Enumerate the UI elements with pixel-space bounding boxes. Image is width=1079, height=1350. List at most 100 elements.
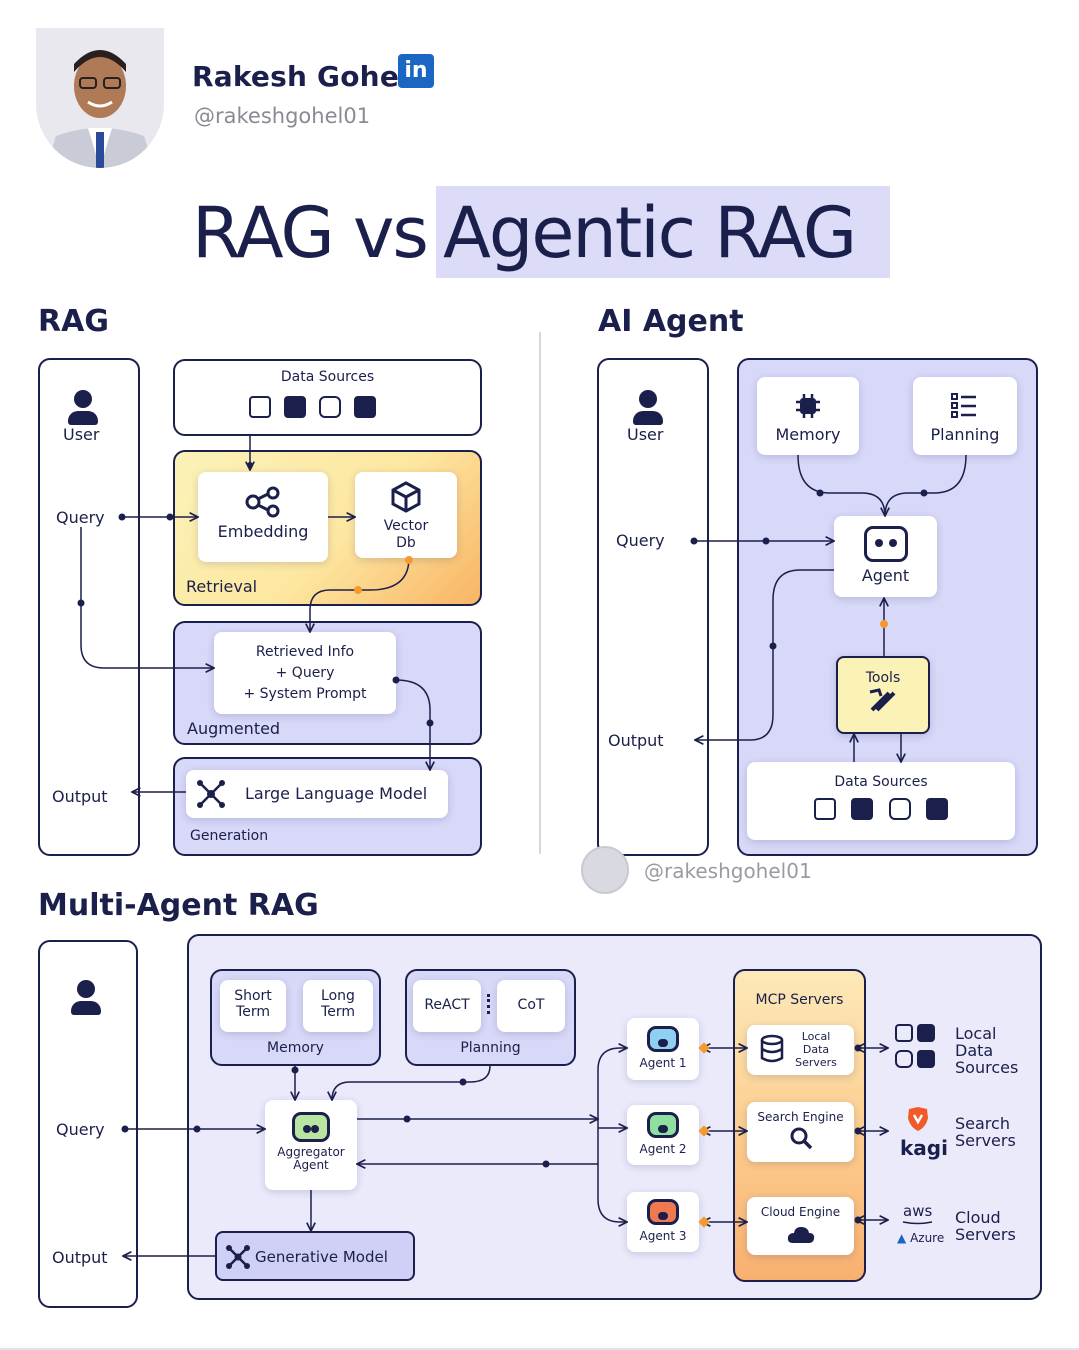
search-srv-line-1: Search <box>955 1114 1010 1133</box>
document-icon <box>814 798 837 820</box>
tools-card[interactable]: Tools <box>836 656 930 734</box>
cloud-icon <box>787 1227 814 1243</box>
vector-db-card[interactable]: Vector Db <box>355 472 457 558</box>
planning-label: Planning <box>930 425 1000 444</box>
local-ds-line-2: Data <box>955 1041 994 1060</box>
multi-memory-label: Memory <box>267 1040 324 1056</box>
planning-separator <box>487 994 490 1014</box>
long-term-line-2: Term <box>321 1004 355 1020</box>
network-icon <box>197 780 225 808</box>
retrieved-info-line-1: Retrieved Info <box>255 644 355 660</box>
agent-2-card[interactable]: Agent 2 <box>627 1105 699 1165</box>
local-data-servers-card[interactable]: Local Data Servers <box>747 1025 854 1075</box>
agent-user-column <box>597 358 709 856</box>
agent-3-label: Agent 3 <box>639 1229 687 1243</box>
react-label: ReACT <box>424 997 470 1013</box>
image-icon <box>851 798 874 820</box>
footer-divider <box>0 1348 1079 1350</box>
multi-planning-label: Planning <box>460 1040 521 1056</box>
title-highlight <box>436 186 890 278</box>
rag-data-sources-label: Data Sources <box>280 369 375 385</box>
llm-label: Large Language Model <box>245 784 428 803</box>
local-ds-line-3: Sources <box>955 1058 1019 1077</box>
memory-card[interactable]: Memory <box>757 377 859 455</box>
agent-3-card[interactable]: Agent 3 <box>627 1192 699 1252</box>
cloud-engine-card[interactable]: Cloud Engine <box>747 1197 854 1255</box>
brave-icon <box>908 1107 928 1131</box>
robot-icon <box>834 526 937 566</box>
document-icon <box>895 1024 913 1042</box>
cot-label: CoT <box>517 997 545 1013</box>
embedding-label: Embedding <box>217 522 309 541</box>
image-icon <box>284 396 307 418</box>
agent-user-label: User <box>627 425 664 444</box>
grid-icon <box>888 798 911 820</box>
local-ds-line-1: Local <box>955 1024 997 1043</box>
local-source-icons <box>895 1024 945 1072</box>
search-engine-card[interactable]: Search Engine <box>747 1102 854 1162</box>
agent-output-label: Output <box>608 731 664 750</box>
vector-db-label-2: Db <box>396 535 416 551</box>
network-icon <box>226 1245 250 1269</box>
aggregator-robot-icon <box>265 1112 357 1146</box>
short-term-line-2: Term <box>236 1004 270 1020</box>
retrieval-label: Retrieval <box>186 577 258 596</box>
react-card[interactable]: ReACT <box>413 980 481 1032</box>
agent-2-robot-icon <box>627 1112 699 1142</box>
agent-source-icons <box>747 798 1015 824</box>
short-term-line-1: Short <box>234 988 272 1004</box>
agent-3-robot-icon <box>627 1199 699 1229</box>
section-divider <box>539 332 541 854</box>
rag-source-icons <box>249 396 409 422</box>
grid-icon <box>895 1050 913 1068</box>
author-avatar <box>36 28 164 168</box>
rag-output-label: Output <box>52 787 108 806</box>
page-title-right: Agentic RAG <box>443 192 857 274</box>
local-data-sources-label: Local Data Sources <box>955 1025 1018 1076</box>
agent-card[interactable]: Agent <box>834 516 937 597</box>
agent-query-label: Query <box>616 531 665 550</box>
local-servers-line-2: Data <box>802 1043 830 1056</box>
planning-card[interactable]: Planning <box>913 377 1017 455</box>
rag-section-title: RAG <box>38 304 109 339</box>
list-icon <box>951 393 976 418</box>
generative-model-label: Generative Model <box>255 1248 388 1266</box>
aws-smile-icon <box>902 1221 933 1225</box>
azure-icon: ▲ <box>897 1231 907 1245</box>
watermark-avatar <box>581 846 629 894</box>
watermark-handle: @rakeshgohel01 <box>644 859 812 883</box>
tools-icon <box>869 688 896 712</box>
short-term-card[interactable]: Short Term <box>220 980 286 1032</box>
agent-data-sources-card[interactable]: Data Sources <box>747 762 1015 840</box>
agent-1-card[interactable]: Agent 1 <box>627 1018 699 1080</box>
cot-card[interactable]: CoT <box>497 980 565 1032</box>
database-icon <box>760 1034 784 1063</box>
agent-1-robot-icon <box>627 1026 699 1056</box>
generative-model-box[interactable]: Generative Model <box>215 1231 415 1281</box>
music-icon <box>354 396 377 418</box>
local-servers-line-1: Local <box>801 1030 831 1043</box>
music-icon <box>925 798 948 820</box>
agent-section-title: AI Agent <box>598 304 744 339</box>
embedding-card[interactable]: Embedding <box>198 472 328 562</box>
multi-section-title: Multi-Agent RAG <box>38 888 319 923</box>
linkedin-icon[interactable]: in <box>398 54 434 88</box>
long-term-card[interactable]: Long Term <box>303 980 373 1032</box>
rag-data-sources-box <box>173 359 482 436</box>
search-servers-label: Search Servers <box>955 1115 1016 1149</box>
retrieved-info-card[interactable]: Retrieved Info + Query + System Prompt <box>214 632 396 714</box>
author-name: Rakesh Gohel <box>192 60 409 93</box>
rag-user-column <box>38 358 140 856</box>
tools-label: Tools <box>865 670 901 686</box>
aggregator-label-1: Aggregator <box>277 1145 345 1159</box>
kagi-logo: kagi <box>900 1136 948 1160</box>
memory-label: Memory <box>775 425 841 444</box>
augmented-label: Augmented <box>187 719 281 738</box>
search-icon <box>790 1127 812 1150</box>
cloud-engine-label: Cloud Engine <box>760 1205 841 1219</box>
azure-label: Azure <box>910 1231 945 1245</box>
llm-card[interactable]: Large Language Model <box>186 770 448 818</box>
agent-1-label: Agent 1 <box>639 1056 687 1070</box>
azure-logo: ▲ Azure <box>897 1231 944 1245</box>
aggregator-agent-card[interactable]: Aggregator Agent <box>265 1100 357 1190</box>
